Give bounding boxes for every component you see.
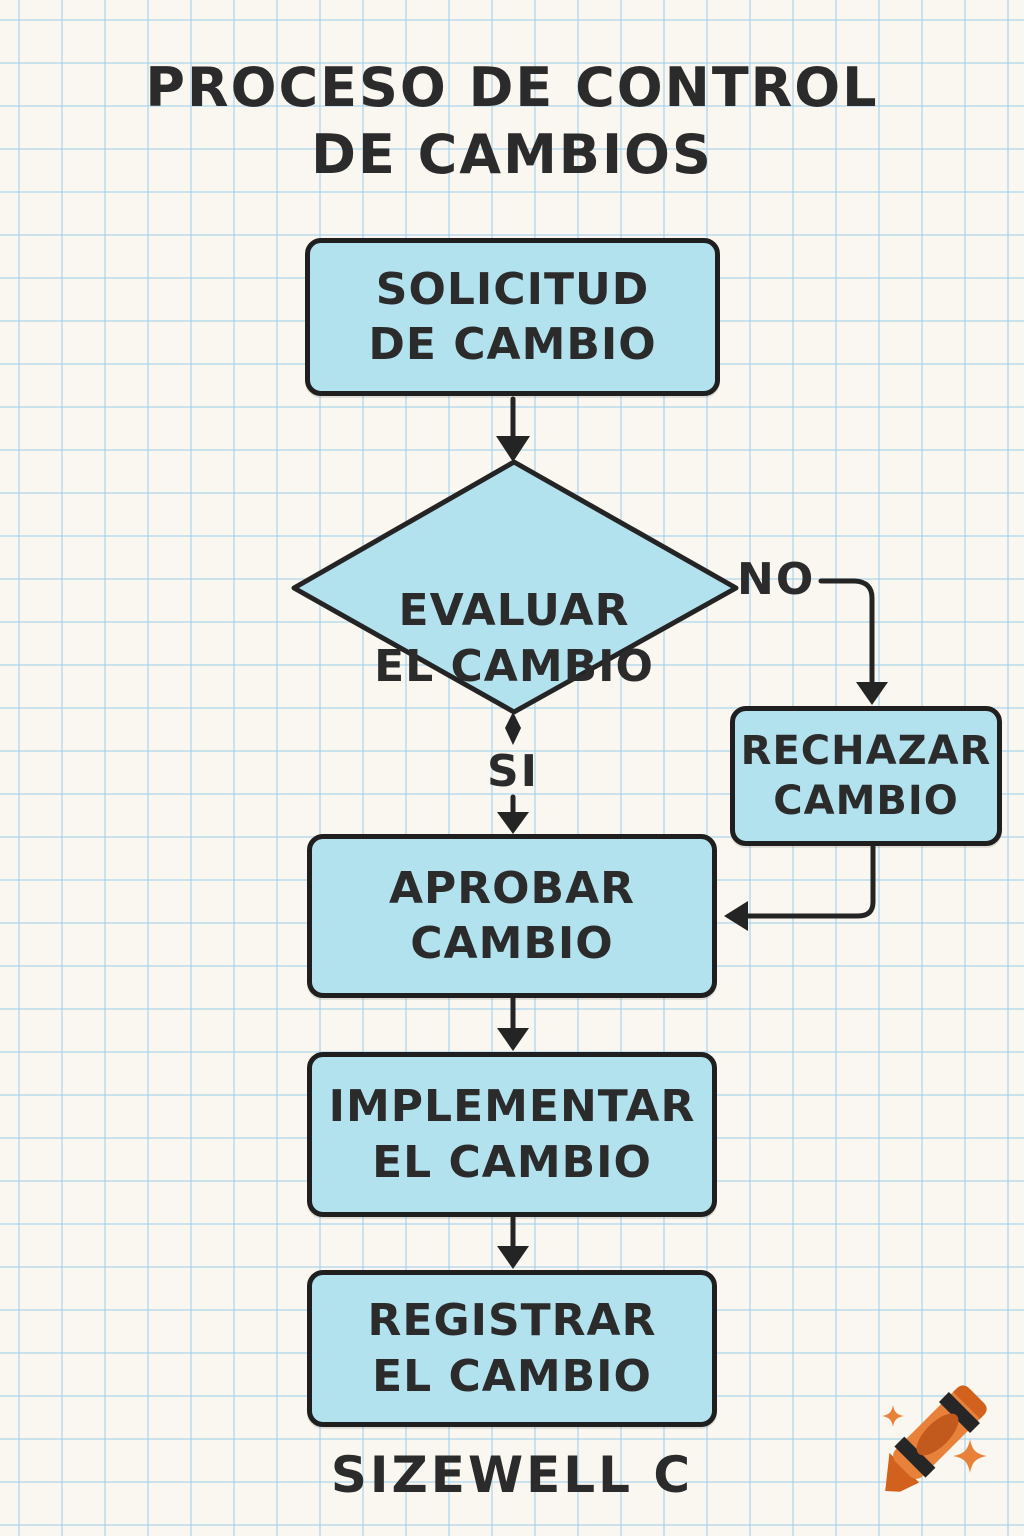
diamond-bottom-tick-icon [505,712,521,745]
arrowhead-down-icon [856,682,888,705]
crayon-icon [882,1385,987,1492]
sparkle-icon [882,1405,904,1427]
arrowhead-down-icon [497,812,529,834]
node-solicitud-de-cambio: SOLICITUD DE CAMBIO [305,238,720,396]
footer-label: SIZEWELL C [330,1446,694,1504]
node-aprobar-cambio: APROBAR CAMBIO [307,834,717,998]
node-registrar-el-cambio: REGISTRAR EL CAMBIO [307,1270,717,1427]
node-implementar-el-cambio: IMPLEMENTAR EL CAMBIO [307,1052,717,1217]
node-rechazar-cambio: RECHAZAR CAMBIO [730,706,1002,846]
node-label: SOLICITUD DE CAMBIO [368,263,657,370]
edge-label-no: NO [737,554,816,605]
crayon-stripe [938,1392,980,1434]
crayon-label-ellipse [916,1413,959,1456]
node-evaluar-el-cambio: EVALUAR EL CAMBIO [334,528,694,694]
arrowhead-down-icon [496,436,530,462]
arrowhead-left-icon [724,901,748,931]
decision-diamond-shape [291,459,739,715]
node-label: REGISTRAR EL CAMBIO [367,1295,657,1402]
edge-label-si: SI [486,746,540,797]
arrowhead-down-icon [497,1246,529,1269]
page-title: PROCESO DE CONTROL DE CAMBIOS [145,56,879,186]
sparkle-icon [953,1439,987,1473]
node-label: APROBAR CAMBIO [388,862,636,969]
arrowhead-down-icon [497,1028,529,1051]
arrow-rechazar-aprobar [745,844,876,919]
node-label: RECHAZAR CAMBIO [740,727,992,824]
arrow-evaluar-rechazar [818,578,875,685]
node-label: EVALUAR EL CAMBIO [374,585,654,692]
node-label: IMPLEMENTAR EL CAMBIO [328,1081,696,1188]
crayon-tip [885,1452,920,1492]
crayon-stripe [894,1436,936,1478]
crayon-end-cap [953,1385,987,1419]
